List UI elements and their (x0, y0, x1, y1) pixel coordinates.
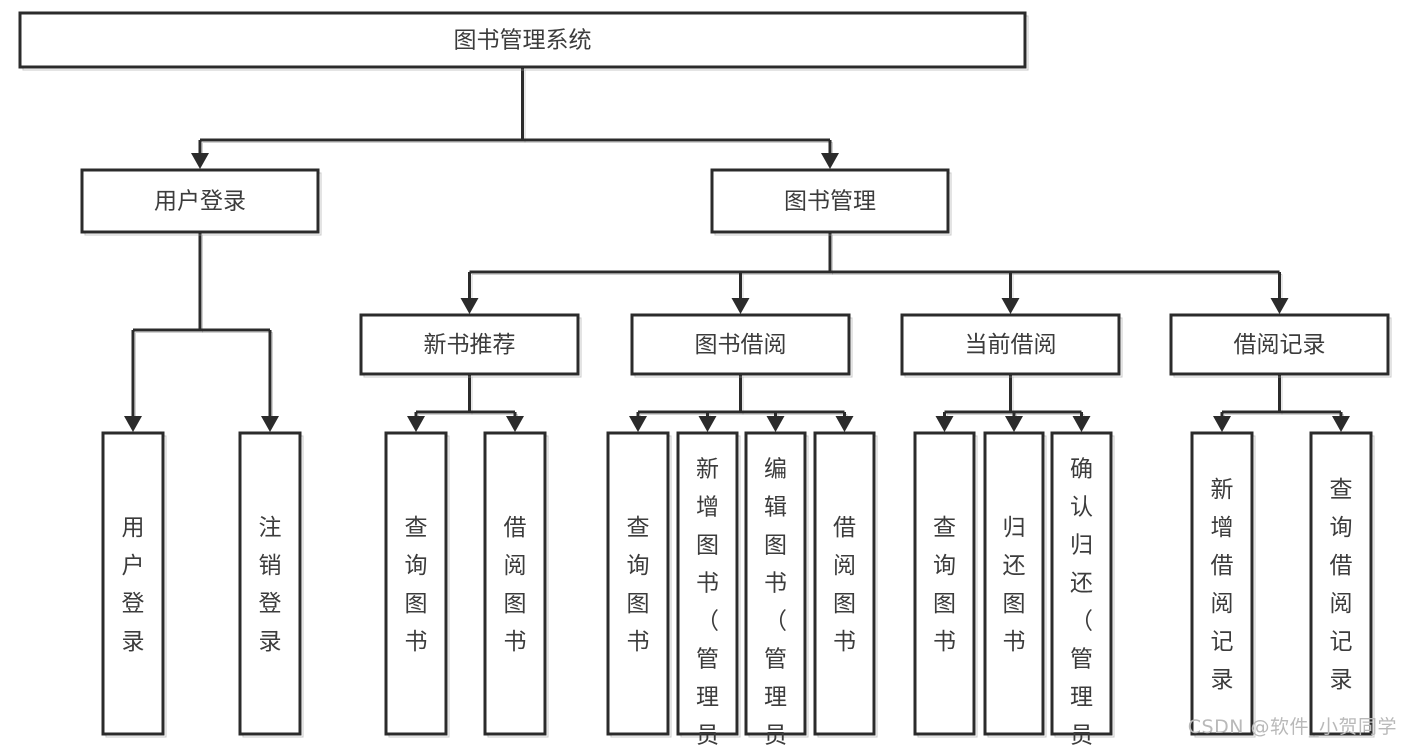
group-3-to-leaves-arrow-1 (1332, 416, 1350, 432)
book-mgmt-to-level3-arrow-3 (1270, 298, 1289, 314)
csdn-watermark: CSDN @软件_小贺同学 (1187, 716, 1397, 738)
node-current-borrow[interactable]: 当前借阅 (900, 313, 1123, 378)
node-label-current-borrow: 当前借阅 (965, 332, 1057, 358)
book-mgmt-to-level3-drop-2 (1009, 272, 1014, 302)
node-borrow-record[interactable]: 借阅记录 (1169, 313, 1392, 378)
book-mgmt-to-level3-arrow-2 (1001, 298, 1020, 314)
user-login-to-leaves-arrow-1 (261, 416, 279, 432)
node-label-confirm-return-admin: 确认归还（管理员） (1070, 456, 1093, 747)
user-login-to-leaves-drop-1 (268, 330, 273, 420)
user-login-to-leaves-bus (133, 328, 273, 333)
user-login-to-leaves-arrow-0 (124, 416, 142, 432)
node-query-book-current[interactable]: 查询图书 (913, 431, 978, 738)
group-2-to-leaves-arrow-1 (1005, 416, 1023, 432)
book-mgmt-to-level3-drop-1 (739, 272, 744, 302)
node-label-query-book-rec: 查询图书 (405, 515, 428, 655)
node-root[interactable]: 图书管理系统 (18, 11, 1029, 71)
root-to-level2-bus (200, 138, 833, 143)
group-0-to-leaves-arrow-0 (407, 416, 425, 432)
group-2-to-leaves-arrow-0 (935, 416, 954, 432)
node-query-book-borrow[interactable]: 查询图书 (606, 431, 672, 738)
node-borrow-book-borrow[interactable]: 借阅图书 (813, 431, 878, 738)
node-label-add-book-admin: 新增图书（管理员） (696, 456, 719, 747)
node-label-return-book: 归还图书 (1003, 515, 1026, 655)
nodes-layer: 图书管理系统用户登录图书管理用户登录注销登录新书推荐查询图书借阅图书图书借阅查询… (18, 11, 1392, 747)
node-label-root: 图书管理系统 (454, 28, 592, 54)
node-label-query-book-current: 查询图书 (933, 515, 956, 655)
book-mgmt-to-level3-arrow-1 (731, 298, 750, 314)
node-label-query-book-borrow: 查询图书 (627, 515, 650, 655)
node-label-borrow-record: 借阅记录 (1234, 332, 1326, 358)
group-0-to-leaves-bus (416, 410, 518, 415)
node-label-user-login: 用户登录 (154, 189, 246, 215)
node-new-book-recommend[interactable]: 新书推荐 (359, 313, 582, 378)
node-user-login[interactable]: 用户登录 (80, 168, 322, 236)
node-add-borrow-record[interactable]: 新增借阅记录 (1190, 431, 1256, 738)
group-0-to-leaves-arrow-1 (506, 416, 524, 432)
node-borrow-book-rec[interactable]: 借阅图书 (483, 431, 549, 738)
node-confirm-return-admin[interactable]: 确认归还（管理员） (1050, 431, 1115, 747)
node-label-add-borrow-record: 新增借阅记录 (1211, 477, 1234, 693)
node-add-book-admin[interactable]: 新增图书（管理员） (676, 431, 741, 747)
group-3-to-leaves-arrow-0 (1213, 416, 1231, 432)
group-3-to-leaves-bus (1222, 410, 1344, 415)
group-1-to-leaves-stem (739, 374, 744, 415)
node-book-borrow[interactable]: 图书借阅 (630, 313, 853, 378)
group-3-to-leaves-stem (1278, 374, 1283, 415)
node-label-edit-book-admin: 编辑图书（管理员） (764, 456, 787, 747)
group-1-to-leaves-bus (638, 410, 847, 415)
book-mgmt-to-level3-drop-3 (1278, 272, 1283, 302)
node-label-book-management: 图书管理 (784, 189, 876, 215)
group-1-to-leaves-arrow-1 (698, 416, 717, 432)
node-label-user-logout-leaf: 注销登录 (259, 515, 282, 655)
node-label-book-borrow: 图书借阅 (695, 332, 787, 358)
node-label-user-login-leaf: 用户登录 (122, 515, 145, 655)
user-login-to-leaves-drop-0 (131, 330, 136, 420)
node-user-login-leaf[interactable]: 用户登录 (101, 431, 167, 738)
root-to-level2-arrow-0 (191, 153, 209, 169)
book-mgmt-to-level3-drop-0 (468, 272, 473, 302)
node-label-borrow-book-rec: 借阅图书 (504, 515, 527, 655)
node-user-logout-leaf[interactable]: 注销登录 (238, 431, 304, 738)
book-mgmt-to-level3-stem (828, 232, 833, 275)
node-edit-book-admin[interactable]: 编辑图书（管理员） (744, 431, 809, 747)
group-1-to-leaves-arrow-0 (629, 416, 647, 432)
root-to-level2-stem (521, 67, 526, 143)
group-0-to-leaves-stem (468, 374, 473, 415)
connectors-layer (124, 67, 1350, 432)
book-mgmt-to-level3-arrow-0 (460, 298, 479, 314)
group-1-to-leaves-arrow-2 (766, 416, 785, 432)
node-label-new-book-recommend: 新书推荐 (424, 332, 516, 358)
node-return-book[interactable]: 归还图书 (983, 431, 1047, 738)
group-2-to-leaves-arrow-2 (1072, 416, 1091, 432)
group-2-to-leaves-stem (1009, 374, 1014, 415)
node-query-book-rec[interactable]: 查询图书 (384, 431, 450, 738)
node-query-borrow-record[interactable]: 查询借阅记录 (1309, 431, 1375, 738)
book-mgmt-to-level3-bus (469, 270, 1282, 275)
user-login-to-leaves-stem (198, 232, 203, 333)
node-label-query-borrow-record: 查询借阅记录 (1330, 477, 1353, 693)
node-book-management[interactable]: 图书管理 (710, 168, 952, 236)
group-1-to-leaves-arrow-3 (835, 416, 854, 432)
node-label-borrow-book-borrow: 借阅图书 (833, 515, 856, 655)
root-to-level2-arrow-1 (821, 153, 839, 169)
